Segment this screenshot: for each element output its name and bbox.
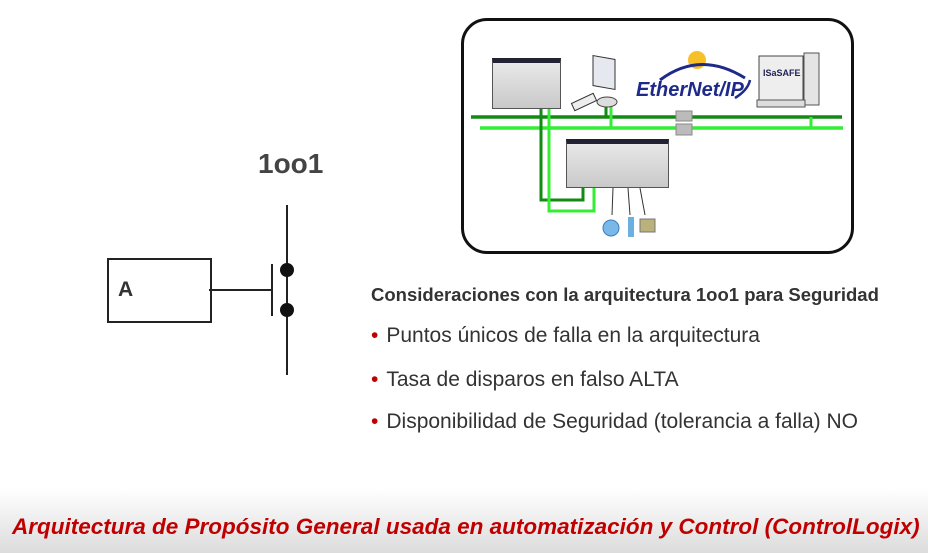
logic-block-a: A — [107, 258, 212, 323]
transmitter-icon — [628, 217, 634, 237]
contact-node — [280, 303, 294, 317]
controllogix-chassis-icon — [492, 58, 561, 109]
keyboard-icon — [570, 92, 598, 112]
valve-icon — [639, 218, 656, 233]
considerations-heading: Consideraciones con la arquitectura 1oo1… — [371, 284, 879, 305]
plc-link-light — [547, 108, 596, 213]
bullet-item: •Tasa de disparos en falso ALTA — [371, 368, 679, 391]
isasafe-logo: ISaSAFE — [763, 68, 801, 78]
workstation-monitor-icon — [592, 54, 616, 91]
switch-icon — [675, 110, 693, 122]
contact-node — [280, 263, 294, 277]
controllogix-io-chassis-icon — [566, 139, 669, 188]
isasafe-computer-icon — [758, 55, 804, 101]
footer-banner: Arquitectura de Propósito General usada … — [0, 488, 928, 553]
switch-icon — [675, 123, 693, 136]
logic-block-label: A — [118, 278, 134, 301]
ethernet-ip-logo: EtherNet/IP — [636, 79, 744, 101]
sensor-icon — [602, 219, 620, 237]
bullet-item: •Puntos únicos de falla en la arquitectu… — [371, 324, 760, 347]
footer-title: Arquitectura de Propósito General usada … — [12, 514, 920, 539]
bullet-text: Tasa de disparos en falso ALTA — [386, 368, 679, 391]
architecture-label-1oo1: 1oo1 — [258, 148, 324, 179]
bullet-text: Puntos únicos de falla en la arquitectur… — [386, 324, 760, 347]
plc-link-dark — [539, 108, 585, 202]
bullet-text: Disponibilidad de Seguridad (tolerancia … — [386, 410, 858, 433]
bullet-item: •Disponibilidad de Seguridad (tolerancia… — [371, 410, 858, 433]
